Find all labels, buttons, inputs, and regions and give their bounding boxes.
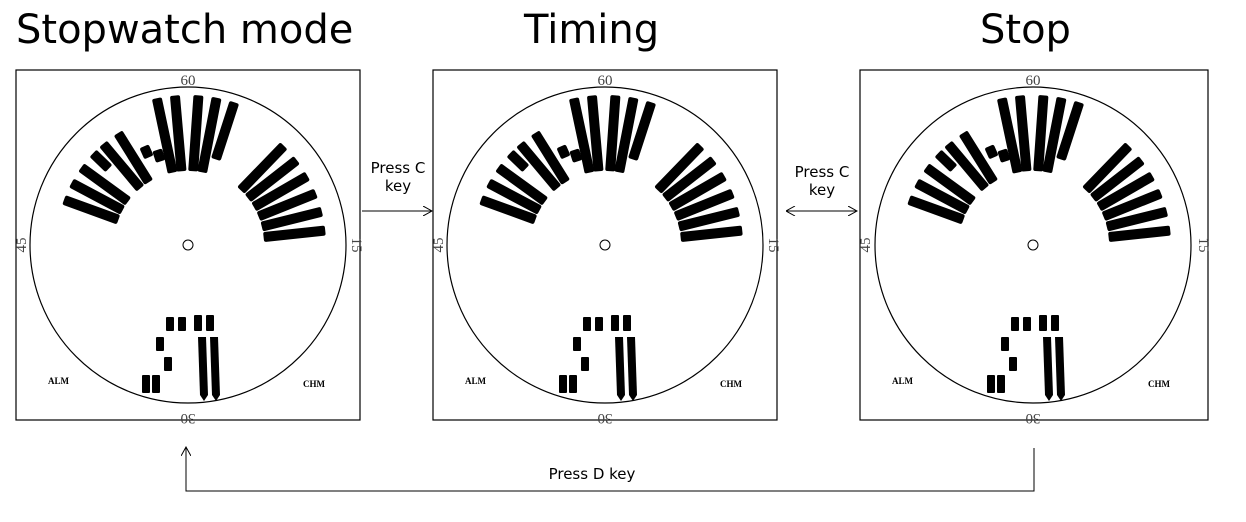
marker-30: 30 [181, 410, 196, 426]
marker-30: 30 [1026, 410, 1041, 426]
alarm-indicator: ALM [465, 376, 487, 386]
marker-15: 15 [348, 238, 364, 253]
marker-45: 45 [14, 238, 30, 253]
title-stop: Stop [980, 7, 1071, 53]
marker-60: 60 [181, 73, 196, 89]
alarm-indicator: ALM [892, 376, 914, 386]
marker-15: 15 [1195, 238, 1211, 253]
marker-60: 60 [598, 73, 613, 89]
marker-30: 30 [598, 410, 613, 426]
title-timing: Timing [524, 7, 660, 53]
panel-stopwatch: 60 30 15 45 ALM CHM [14, 69, 364, 426]
marker-15: 15 [765, 238, 781, 253]
transition-press-c-2: Press C key [787, 163, 857, 211]
alarm-indicator: ALM [48, 376, 70, 386]
transition-press-d: Press D key [186, 447, 1035, 492]
marker-45: 45 [858, 238, 874, 253]
title-stopwatch-mode: Stopwatch mode [16, 7, 354, 53]
chime-indicator: CHM [720, 379, 743, 389]
press-c-key-label: key [809, 181, 835, 199]
panel-stop: 60 30 15 45 ALM CHM [858, 69, 1211, 426]
press-c-label: Press C [795, 163, 850, 181]
marker-45: 45 [431, 238, 447, 253]
marker-60: 60 [1026, 73, 1041, 89]
transition-press-c-1: Press C key [362, 159, 432, 211]
arrow-up-icon [186, 447, 1035, 492]
chime-indicator: CHM [303, 379, 326, 389]
press-d-label: Press D key [549, 465, 636, 483]
panel-timing: 60 30 15 45 ALM CHM [431, 69, 781, 426]
press-c-key-label: key [385, 177, 411, 195]
press-c-label: Press C [371, 159, 426, 177]
chime-indicator: CHM [1148, 379, 1171, 389]
